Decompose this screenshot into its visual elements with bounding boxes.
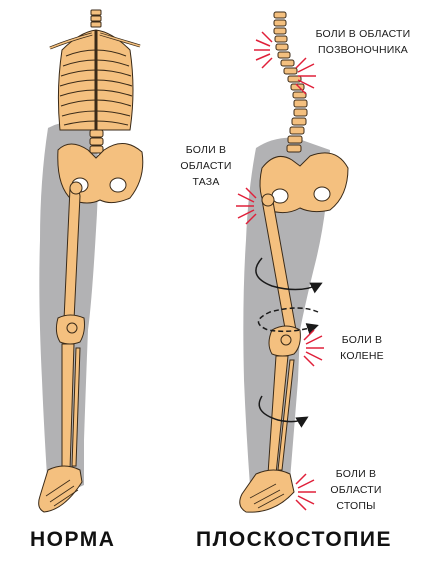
foot-pain-label-line-1: БОЛИ В <box>335 468 377 480</box>
pelvis-pain-label-line-1: БОЛИ В <box>185 144 227 156</box>
foot-pain-burst <box>295 473 316 511</box>
foot-pain-label: БОЛИ В ОБЛАСТИ СТОПЫ <box>326 466 386 514</box>
normal-foot <box>38 465 83 513</box>
femur-rotation-arrow <box>255 257 323 294</box>
spine-pain-label: БОЛИ В ОБЛАСТИ ПОЗВОНОЧНИКА <box>308 26 418 58</box>
knee-rotation-arrow <box>257 307 319 335</box>
normal-caption: НОРМА <box>30 528 116 551</box>
pelvis-pain-label-line-2: ОБЛАСТИ <box>180 160 232 172</box>
normal-rib-cage <box>57 29 134 150</box>
foot-pain-label-line-3: СТОПЫ <box>336 500 376 512</box>
foot-pain-label-line-2: ОБЛАСТИ <box>330 484 382 496</box>
flatfoot-caption: ПЛОСКОСТОПИЕ <box>196 528 392 551</box>
spine-pain-label-line-2: ПОЗВОНОЧНИКА <box>317 44 409 56</box>
flatfoot-foot <box>239 469 295 513</box>
pelvis-pain-burst <box>236 187 257 225</box>
normal-skeleton <box>38 9 144 513</box>
knee-pain-label-line-2: КОЛЕНЕ <box>340 350 384 362</box>
knee-pain-label: БОЛИ В КОЛЕНЕ <box>332 332 392 364</box>
knee-pain-label-line-1: БОЛИ В <box>341 334 383 346</box>
flatfoot-skeleton <box>236 11 349 513</box>
pelvis-pain-label-line-3: ТАЗА <box>192 176 220 188</box>
spine-pain-label-line-1: БОЛИ В ОБЛАСТИ <box>315 28 411 40</box>
flatfoot-spine <box>273 11 308 153</box>
spine-pain-burst-1 <box>254 31 273 69</box>
spine-pain-burst-2 <box>295 57 316 95</box>
knee-pain-burst <box>303 329 324 367</box>
tibia-rotation-arrow <box>258 395 309 428</box>
pelvis-pain-label: БОЛИ В ОБЛАСТИ ТАЗА <box>176 142 236 190</box>
normal-cervical-spine <box>90 9 102 28</box>
